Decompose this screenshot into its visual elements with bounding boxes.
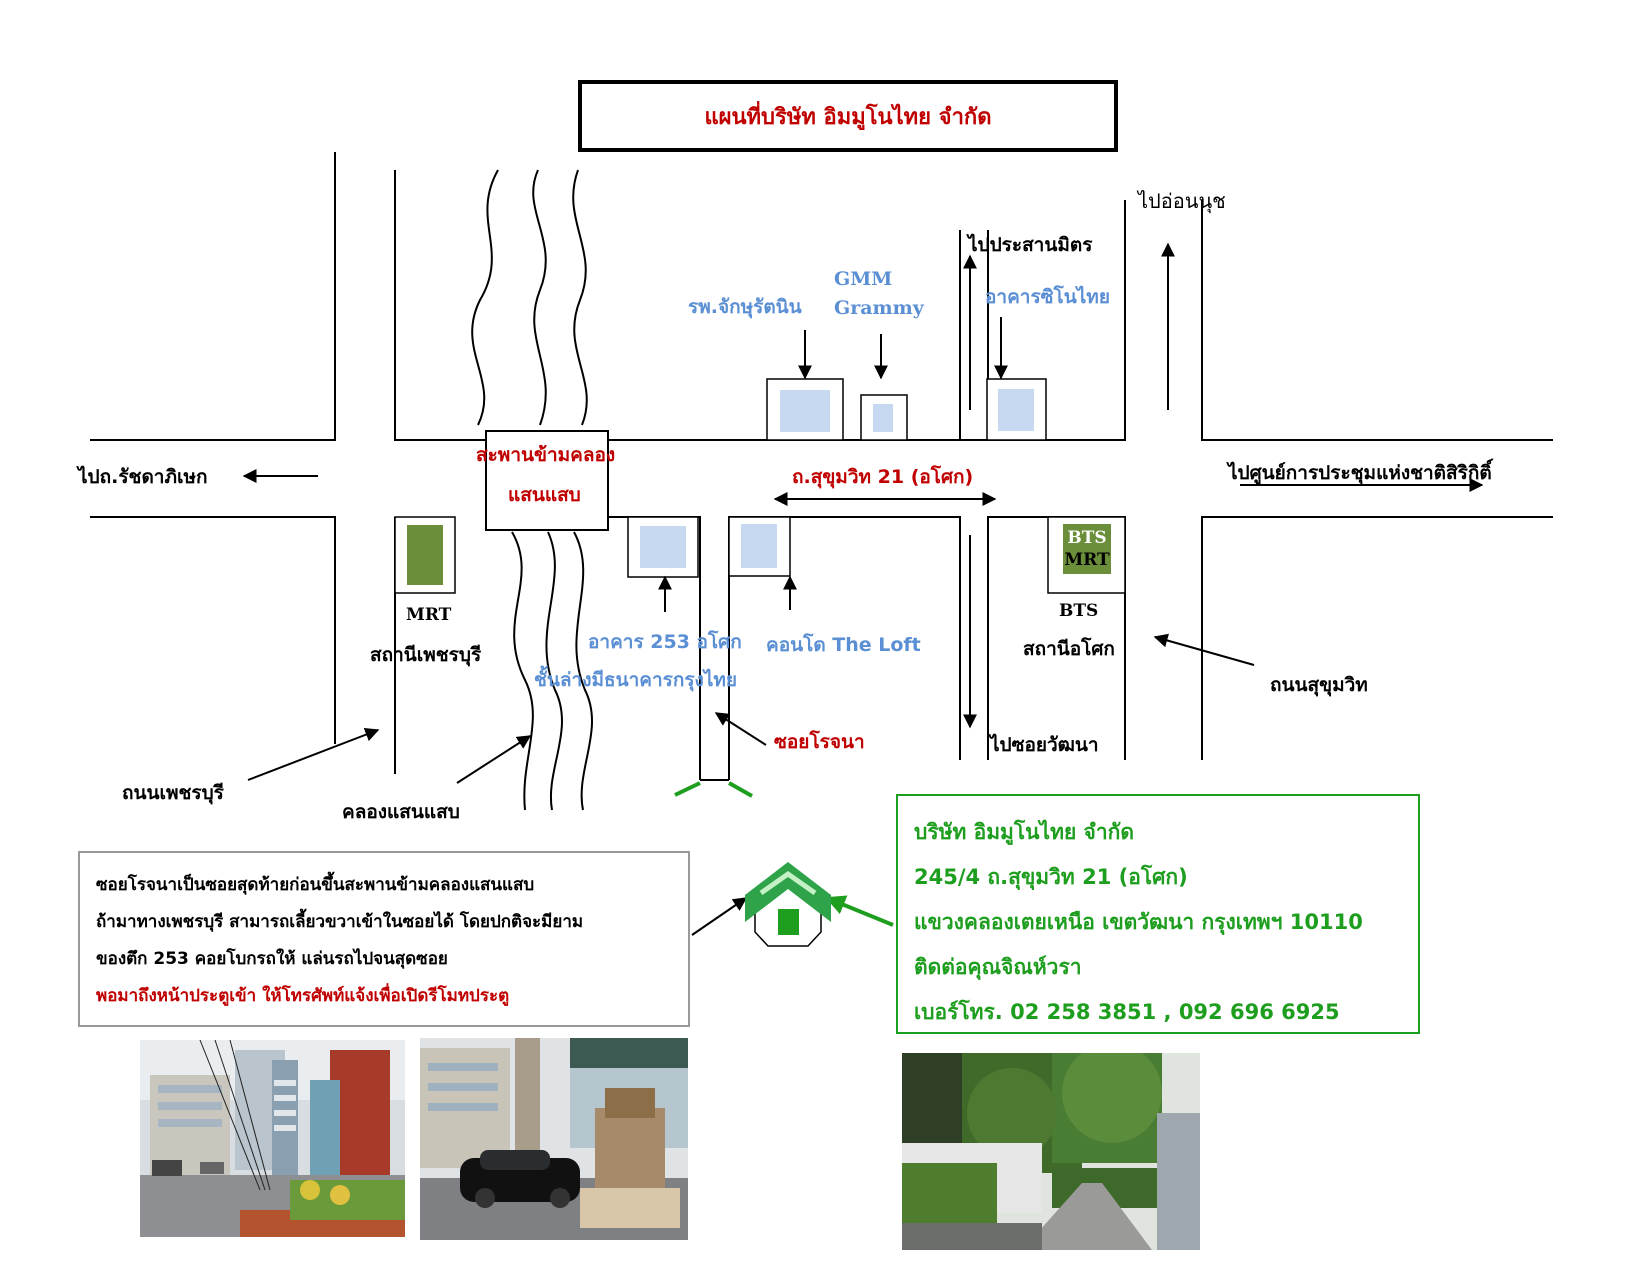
- sinothai-building-fill: [998, 389, 1034, 431]
- company-street: 245/4 ถ.สุขุมวิท 21 (อโศก): [914, 865, 1188, 889]
- label-to-watthana: ไปซอยวัฒนา: [990, 734, 1099, 756]
- company-phone: เบอร์โทร. 02 258 3851 , 092 696 6925: [914, 1000, 1340, 1024]
- mrt-building-fill: [407, 525, 443, 585]
- road-edge: [394, 170, 486, 441]
- road-edge: [90, 516, 336, 744]
- gate-mark-left: [674, 781, 701, 797]
- canal-line: [572, 169, 588, 426]
- company-contact: ติดต่อคุณจิณห์วรา: [914, 955, 1082, 979]
- soi-photo: [902, 1053, 1200, 1250]
- label-to-prasanmit: ไปประสานมิตร: [968, 234, 1093, 256]
- theloft-building-fill: [741, 524, 777, 568]
- gate-mark-right: [728, 781, 753, 798]
- bldg253-building-fill: [640, 526, 686, 568]
- canal-line: [511, 531, 534, 811]
- label-to-onnut: ไปอ่อนนุช: [1138, 189, 1226, 213]
- label-hospital: รพ.จักษุรัตนิน: [688, 296, 802, 318]
- arrow-address-to-house: [825, 895, 894, 927]
- house-icon: [745, 862, 831, 947]
- label-sukhumvit: ถนนสุขุมวิท: [1270, 674, 1368, 696]
- label-bts: BTS: [1059, 601, 1099, 621]
- bridge-box: [485, 430, 609, 531]
- map-title: แผนที่บริษัท อิมมูโนไทย จำกัด: [704, 104, 992, 130]
- street-photo-1: [140, 1040, 405, 1237]
- label-mrt: MRT: [406, 605, 452, 625]
- label-to-sirikit: ไปศูนย์การประชุมแห่งชาติสิริกิติ์: [1228, 462, 1492, 484]
- label-to-ratchada: ไปถ.รัชดาภิเษก: [78, 466, 208, 488]
- label-phetchaburi: ถนนเพชรบุรี: [122, 782, 224, 804]
- label-theloft: คอนโด The Loft: [766, 634, 921, 656]
- road-edge: [1201, 200, 1553, 441]
- label-bldg253-line2: ชั้นล่างมีธนาคารกรุงไทย: [534, 669, 738, 691]
- company-address-box: บริษัท อิมมูโนไทย จำกัด 245/4 ถ.สุขุมวิท…: [896, 794, 1420, 1034]
- map-title-box: แผนที่บริษัท อิมมูโนไทย จำกัด: [578, 80, 1118, 152]
- label-bldg253-line1: อาคาร 253 อโศก: [588, 631, 742, 653]
- street-photo-2: [420, 1038, 688, 1240]
- label-gmm-line1: GMM: [834, 268, 893, 290]
- arrow-canal: [456, 735, 532, 784]
- label-soi-rojana: ซอยโรจนา: [774, 731, 865, 753]
- note-line-2: ถ้ามาทางเพชรบุรี สามารถเลี้ยวขวาเข้าในซอ…: [96, 912, 584, 932]
- note-line-3: ของตึก 253 คอยโบกรถให้ แล่นรถไปจนสุดซอย: [96, 949, 448, 969]
- canal-line: [532, 169, 547, 426]
- arrow-phetchaburi: [247, 727, 380, 781]
- badge-mrt-text: MRT: [1064, 550, 1110, 570]
- arrow-bts: [1153, 633, 1255, 666]
- arrow-rojana: [714, 712, 767, 746]
- label-sinothai: อาคารซิโนไทย: [985, 286, 1110, 308]
- label-bridge-line1: สะพานข้ามคลอง: [476, 444, 616, 466]
- label-canal: คลองแสนแสบ: [342, 801, 460, 823]
- bts-mrt-badge: BTS MRT: [1063, 524, 1111, 574]
- note-line-1: ซอยโรจนาเป็นซอยสุดท้ายก่อนขึ้นสะพานข้ามค…: [96, 875, 535, 895]
- directions-note: ซอยโรจนาเป็นซอยสุดท้ายก่อนขึ้นสะพานข้ามค…: [78, 851, 690, 1027]
- road-edge: [90, 152, 336, 441]
- hospital-building-fill: [780, 390, 830, 432]
- canal-line: [471, 169, 499, 426]
- arrow-note-to-house: [691, 897, 748, 936]
- label-mrt-station: สถานีเพชรบุรี: [370, 644, 482, 666]
- road-edge: [728, 516, 961, 780]
- label-gmm-line2: Grammy: [834, 297, 924, 319]
- label-bts-station: สถานีอโศก: [1023, 638, 1115, 660]
- label-sukhumvit21: ถ.สุขุมวิท 21 (อโศก): [792, 466, 974, 488]
- company-name: บริษัท อิมมูโนไทย จำกัด: [914, 820, 1135, 844]
- label-bridge-line2: แสนแสบ: [508, 484, 581, 506]
- road-edge: [1201, 516, 1553, 760]
- canal-line: [573, 531, 593, 811]
- badge-bts-text: BTS: [1067, 528, 1107, 548]
- note-line-4: พอมาถึงหน้าประตูเข้า ให้โทรศัพท์แจ้งเพื่…: [96, 986, 510, 1006]
- canal-line: [545, 531, 563, 811]
- company-district: แขวงคลองเตยเหนือ เขตวัฒนา กรุงเทพฯ 10110: [914, 910, 1363, 934]
- gmm-building-fill: [873, 404, 893, 432]
